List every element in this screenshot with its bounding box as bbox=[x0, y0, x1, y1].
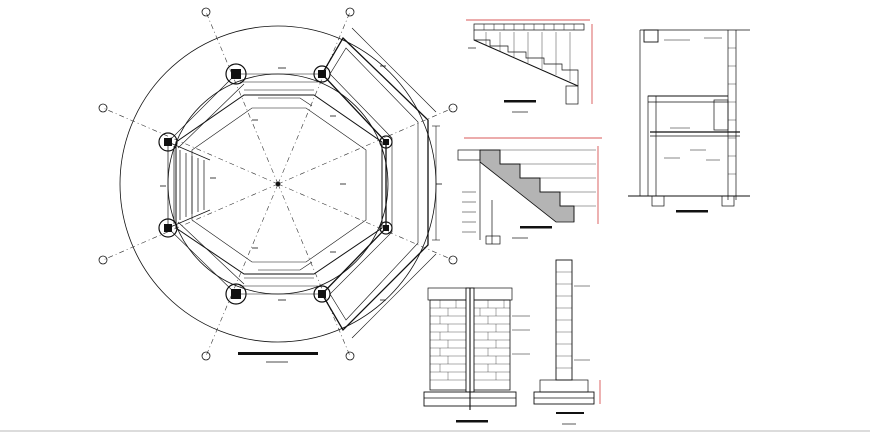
stair-elevation-title-bar bbox=[504, 100, 536, 103]
stair-elevation-view bbox=[466, 19, 593, 113]
stair-section-title-bar bbox=[520, 226, 552, 229]
sheet-bottom-border bbox=[0, 430, 870, 432]
segment-steps bbox=[167, 73, 322, 295]
plan-annotation-marks bbox=[160, 65, 442, 301]
wall-section-title-bar bbox=[676, 210, 708, 213]
brick-wall-title-bar bbox=[456, 420, 488, 423]
column-detail-title-bar bbox=[556, 412, 584, 414]
brick-wall-elevation-view bbox=[423, 287, 530, 423]
wall-dimension-marks bbox=[351, 27, 440, 339]
column-detail-view bbox=[533, 259, 601, 425]
stair-treads-left bbox=[167, 141, 211, 229]
octagon-plan-view bbox=[98, 7, 458, 363]
grid-bubbles bbox=[98, 7, 458, 361]
outer-wall bbox=[321, 36, 429, 332]
stair-section-view bbox=[457, 137, 602, 245]
centre-mark bbox=[275, 181, 281, 187]
wall-section-view bbox=[628, 29, 750, 213]
radial-grid-lines bbox=[102, 11, 454, 357]
outer-wall-inner bbox=[329, 47, 419, 321]
inner-octagon bbox=[175, 94, 383, 275]
plan-title-bar bbox=[238, 352, 318, 355]
